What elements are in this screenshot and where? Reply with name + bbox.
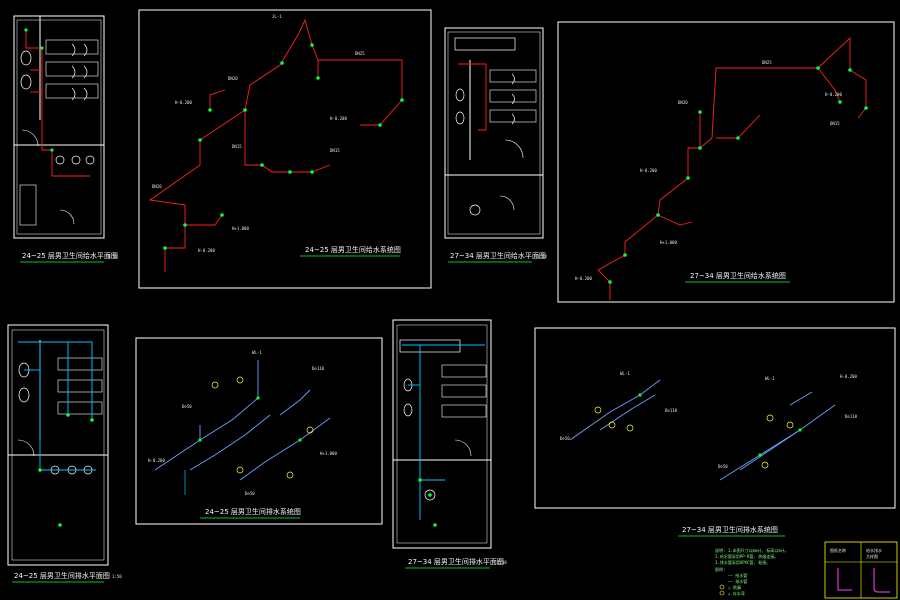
axo-labels: WL-1 De50 De110 H-0.200 De50 H+1.000 [148, 350, 337, 496]
plan-hot-pipes [458, 63, 487, 131]
caption-axo-drain-27-34: 27~34 层男卫生间排水系统图 [682, 525, 778, 534]
svg-text:De110: De110 [845, 414, 858, 419]
svg-text:DN20: DN20 [228, 76, 238, 81]
axo-valves [163, 43, 404, 250]
svg-text:De50: De50 [718, 464, 728, 469]
plan-hot-pipes [25, 30, 90, 177]
axo-panel-hot-27-34: DN25 H-0.200 DN15 H-0.200 DN20 H-0.200 H… [557, 21, 895, 303]
titleblock-cell-3: 大样图 [866, 553, 878, 559]
svg-text:DN25: DN25 [355, 51, 365, 56]
svg-text:JL-1: JL-1 [272, 14, 282, 19]
plan-fixtures [454, 37, 516, 216]
axo-hot-pipes [597, 36, 867, 300]
panel-frame [557, 21, 895, 303]
svg-text:De50: De50 [245, 491, 255, 496]
svg-text:H-0.200: H-0.200 [175, 100, 192, 105]
svg-text:⊥ 存水弯: ⊥ 存水弯 [728, 590, 745, 596]
axo-drain-tags [198, 376, 314, 479]
titleblock-cell-1: 图纸名称 [830, 547, 846, 553]
axo-drain-pipes [569, 379, 836, 481]
svg-text:图例:: 图例: [715, 566, 725, 572]
caption-axo-hot-24-25: 24~25 层男卫生间给水系统图 [305, 245, 401, 254]
axo-hot-pipes [148, 18, 403, 272]
plan-green-marks [24, 28, 54, 152]
svg-text:WL-1: WL-1 [765, 376, 775, 381]
svg-text:De110: De110 [312, 366, 325, 371]
svg-text:—— 排水管: —— 排水管 [728, 578, 747, 584]
plan-panel-drain-27-34: 27~34 层男卫生间排水平面图 1:50 [392, 319, 507, 569]
axo-panel-drain-27-34: WL-1 De50 De110 WL-1 H-0.200 De110 De50 [534, 327, 896, 509]
titleblock-cell-2: 给水排水 [866, 547, 882, 553]
plan-fixtures [20, 43, 95, 165]
svg-text:De50: De50 [182, 404, 192, 409]
plan-drain-marks [418, 478, 437, 527]
svg-text:H-0.200: H-0.200 [575, 276, 592, 281]
svg-text:H+1.000: H+1.000 [232, 226, 249, 231]
svg-text:2.给水管采用PP-R管, 热熔连接。: 2.给水管采用PP-R管, 热熔连接。 [715, 553, 778, 559]
svg-text:DN20: DN20 [152, 184, 162, 189]
plan-walls [13, 15, 105, 239]
svg-text:H+1.000: H+1.000 [660, 240, 677, 245]
floor-drain-icon [719, 584, 725, 590]
plan-drain-marks [38, 413, 94, 527]
svg-text:—— 给水管: —— 给水管 [728, 572, 747, 578]
scale-plan-hot-24-25: 1:50 [108, 254, 118, 259]
svg-text:H-0.200: H-0.200 [330, 116, 347, 121]
axo-valves [608, 66, 868, 284]
svg-text:H-0.200: H-0.200 [198, 248, 215, 253]
svg-text:H-0.200: H-0.200 [640, 168, 657, 173]
svg-text:H+1.000: H+1.000 [320, 451, 337, 456]
plan-panel-hot-24-25: 24~25 层男卫生间给水平面图 1:50 [13, 15, 118, 263]
plan-walls [444, 27, 544, 239]
axo-panel-hot-24-25: JL-1 DN20 DN25 H-0.200 H-0.200 DN15 DN20… [138, 9, 432, 289]
svg-text:WL-1: WL-1 [252, 350, 262, 355]
svg-text:说明: 1.本图尺寸以mm计, 标高以m计。: 说明: 1.本图尺寸以mm计, 标高以m计。 [715, 547, 789, 553]
plan-drain-pipes [18, 341, 96, 471]
plan-fixtures [399, 339, 461, 501]
svg-text:DN15: DN15 [232, 144, 242, 149]
svg-text:H-0.200: H-0.200 [825, 92, 842, 97]
panel-frame [534, 327, 896, 509]
svg-text:WL-1: WL-1 [620, 371, 630, 376]
svg-text:3.排水管采用UPVC管, 粘接。: 3.排水管采用UPVC管, 粘接。 [715, 559, 770, 565]
axo-panel-drain-24-25: WL-1 De50 De110 H-0.200 De50 H+1.000 24~… [135, 337, 383, 525]
caption-plan-hot-27-34: 27~34 层男卫生间给水平面图 [450, 251, 546, 260]
axo-drain-tags [594, 393, 802, 469]
scale-plan-hot-27-34: 1:50 [537, 254, 547, 259]
svg-text:○ 地漏: ○ 地漏 [728, 584, 741, 590]
scale-plan-drain-27-34: 1:50 [497, 560, 507, 565]
plan-drain-pipes [402, 344, 485, 520]
title-block: 图纸名称 给水排水 大样图 [824, 541, 898, 599]
trap-icon [719, 590, 725, 596]
svg-text:DN20: DN20 [678, 100, 688, 105]
axo-labels: JL-1 DN20 DN25 H-0.200 H-0.200 DN15 DN20… [152, 14, 365, 253]
plan-fixtures [18, 362, 93, 475]
svg-text:H-0.200: H-0.200 [148, 458, 165, 463]
plan-walls [7, 324, 109, 566]
plan-panel-hot-27-34: 27~34 层男卫生间给水平面图 1:50 [444, 27, 547, 263]
svg-text:DN25: DN25 [762, 60, 772, 65]
svg-text:DN15: DN15 [830, 121, 840, 126]
plan-walls [392, 319, 492, 549]
caption-plan-drain-24-25: 24~25 层男卫生间排水平面图 [14, 571, 110, 580]
symbol-icon [837, 568, 852, 591]
panel-frame [138, 9, 432, 289]
symbol-icon [873, 568, 890, 593]
caption-axo-hot-27-34: 27~34 层男卫生间给水系统图 [690, 271, 786, 280]
axo-labels: WL-1 De50 De110 WL-1 H-0.200 De110 De50 [560, 371, 858, 469]
caption-plan-hot-24-25: 24~25 层男卫生间给水平面图 [22, 251, 118, 260]
notes-block: 说明: 1.本图尺寸以mm计, 标高以m计。 2.给水管采用PP-R管, 热熔连… [715, 547, 789, 596]
panel-frame [135, 337, 383, 525]
caption-plan-drain-27-34: 27~34 层男卫生间排水平面图 [408, 557, 504, 566]
axo-labels: DN25 H-0.200 DN15 H-0.200 DN20 H-0.200 H… [575, 60, 842, 281]
plan-panel-drain-24-25: 24~25 层男卫生间排水平面图 1:50 [7, 324, 122, 583]
scale-plan-drain-24-25: 1:50 [112, 574, 122, 579]
caption-axo-drain-24-25: 24~25 层男卫生间排水系统图 [205, 507, 301, 516]
svg-text:De110: De110 [665, 408, 678, 413]
svg-text:H-0.200: H-0.200 [840, 374, 857, 379]
svg-text:DN15: DN15 [330, 148, 340, 153]
svg-text:De50: De50 [560, 436, 570, 441]
axo-drain-pipes [154, 360, 331, 481]
